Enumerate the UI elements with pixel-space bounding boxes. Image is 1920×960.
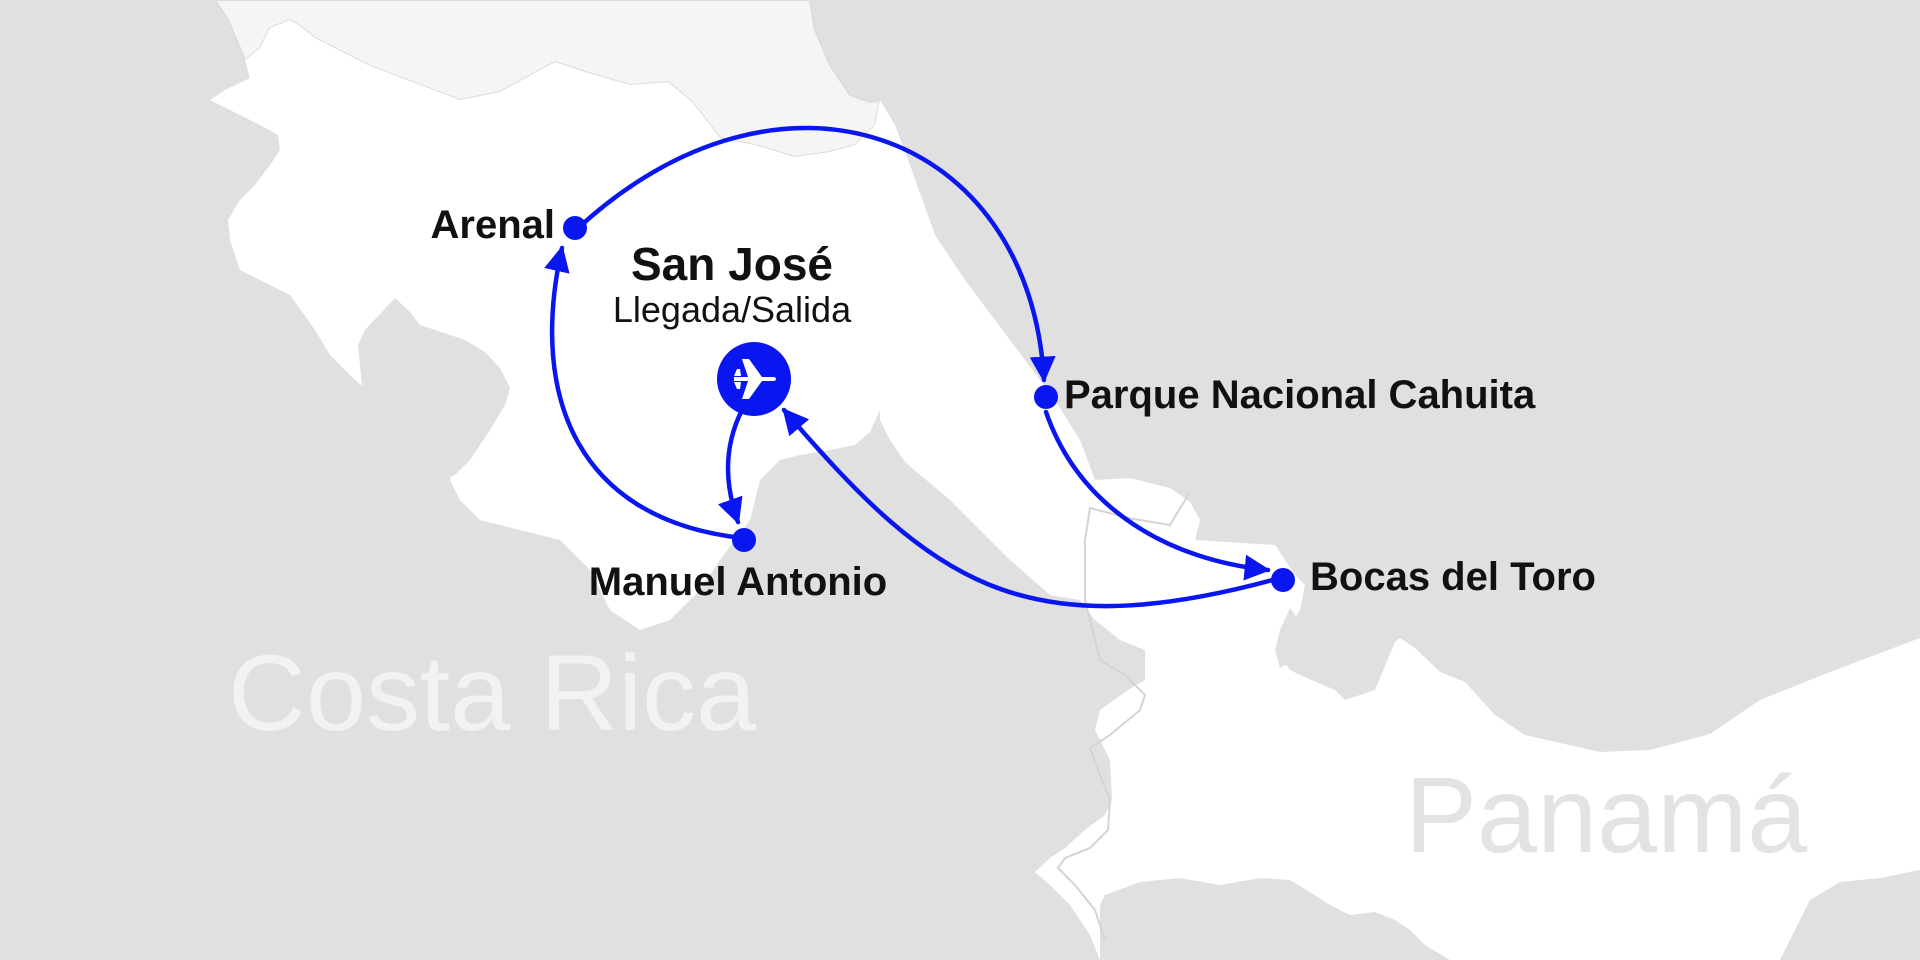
country-label-costa-rica: Costa Rica — [228, 632, 757, 753]
route-sanjose-manuelantonio — [717, 407, 745, 525]
hub-marker[interactable] — [717, 342, 791, 416]
stop-label-bocas: Bocas del Toro — [1310, 555, 1596, 599]
route-arenal-cahuita — [573, 125, 1056, 383]
golfo-dulce — [925, 760, 1030, 858]
airplane-icon — [734, 359, 776, 399]
border-cr-pa — [1056, 491, 1191, 941]
route-lines — [544, 125, 1283, 609]
central-america-land — [210, 20, 1920, 960]
bocas-lagoon — [1275, 608, 1305, 668]
hub-subtitle: Llegada/Salida — [613, 289, 852, 330]
azuero-sea — [1780, 870, 1920, 960]
stop-dot-bocas[interactable] — [1271, 568, 1295, 592]
stop-dot-manuel-antonio[interactable] — [732, 528, 756, 552]
route-bocas-sanjose — [781, 407, 1283, 609]
route-manuelantonio-arenal — [544, 245, 745, 541]
route-cahuita-bocas — [1043, 409, 1271, 581]
stop-label-arenal: Arenal — [431, 203, 556, 247]
stop-dot-cahuita[interactable] — [1034, 385, 1058, 409]
stop-label-cahuita: Parque Nacional Cahuita — [1064, 373, 1536, 417]
panama-south-sea — [1100, 878, 1450, 960]
gulf-of-nicoya — [358, 298, 510, 480]
stop-label-manuel-antonio: Manuel Antonio — [589, 560, 887, 604]
stop-dot-arenal[interactable] — [563, 216, 587, 240]
hub-name: San José — [631, 238, 833, 290]
country-label-panama: Panamá — [1405, 754, 1808, 875]
